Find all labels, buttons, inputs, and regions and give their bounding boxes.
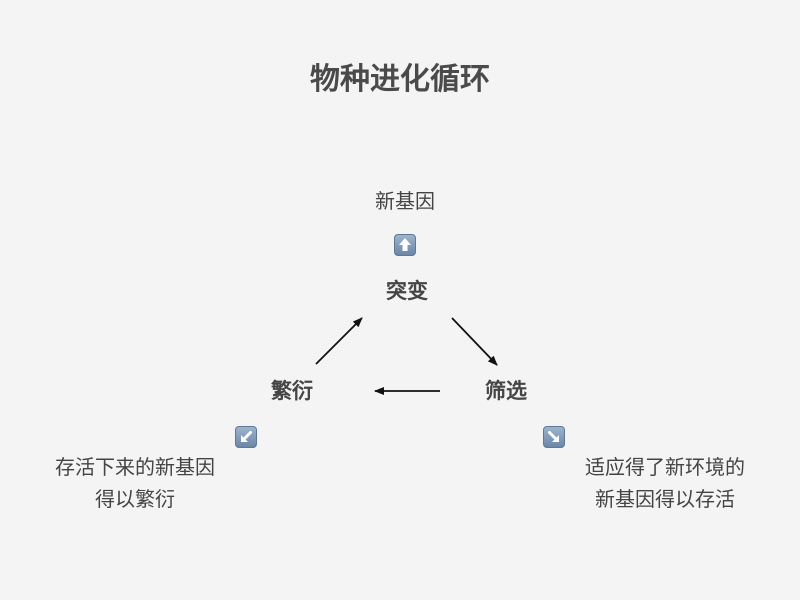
page-title: 物种进化循环 xyxy=(310,62,490,97)
arrow-reproduction-to-mutation xyxy=(315,317,363,365)
arrow-mutation-to-selection xyxy=(451,317,498,366)
up-arrow-icon xyxy=(394,234,416,256)
note-new-gene: 新基因 xyxy=(375,189,435,213)
node-selection: 筛选 xyxy=(485,379,527,403)
down-left-arrow-icon xyxy=(235,426,257,448)
note-left-line1: 存活下来的新基因 xyxy=(55,455,215,479)
note-right-line1: 适应得了新环境的 xyxy=(585,455,745,479)
note-right-line2: 新基因得以存活 xyxy=(595,487,735,511)
note-left-line2: 得以繁衍 xyxy=(95,487,175,511)
node-mutation: 突变 xyxy=(386,279,428,303)
node-reproduction: 繁衍 xyxy=(271,379,313,403)
down-right-arrow-icon xyxy=(543,426,565,448)
